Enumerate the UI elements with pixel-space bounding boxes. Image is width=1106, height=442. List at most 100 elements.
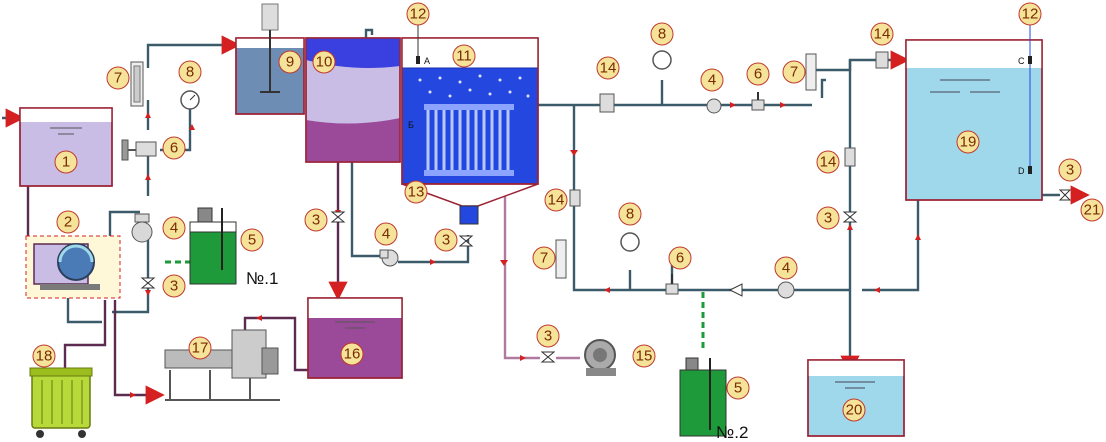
svg-text:14: 14	[820, 154, 837, 171]
shutoff-valve-3-sludge-icon	[330, 211, 346, 223]
svg-text:8: 8	[658, 26, 666, 43]
badge-20: 20	[842, 398, 866, 422]
pump-4-middle-icon	[379, 249, 399, 267]
reagent-tank-5-no1: №.1	[189, 207, 278, 288]
badge-4-top: 4	[700, 68, 724, 92]
badge-9: 9	[278, 50, 302, 74]
badge-18: 18	[32, 344, 56, 368]
svg-text:3: 3	[824, 210, 832, 227]
svg-text:16: 16	[344, 346, 361, 363]
level-mark-a: A	[424, 56, 430, 66]
badge-14-right-top: 14	[870, 22, 894, 46]
level-mark-b: Б	[408, 120, 414, 130]
badge-3-air: 3	[536, 324, 560, 348]
svg-text:3: 3	[170, 278, 178, 295]
control-valve-6-lower-icon	[665, 274, 679, 295]
svg-text:17: 17	[192, 340, 209, 357]
svg-text:3: 3	[1066, 162, 1074, 179]
pump-4-top-icon	[706, 98, 722, 114]
waste-container-18	[29, 367, 93, 438]
svg-text:14: 14	[548, 192, 565, 209]
svg-text:4: 4	[782, 260, 790, 277]
svg-text:2: 2	[64, 214, 72, 231]
svg-text:15: 15	[636, 348, 653, 365]
badge-5-left: 5	[240, 228, 264, 252]
badge-7-left: 7	[106, 66, 130, 90]
badge-3-right: 3	[816, 206, 840, 230]
svg-text:18: 18	[36, 348, 53, 365]
svg-text:8: 8	[626, 206, 634, 223]
badge-3-left: 3	[162, 274, 186, 298]
svg-text:5: 5	[734, 380, 742, 397]
level-mark-c: C	[1018, 56, 1025, 66]
pressure-gauge-8-lower-icon	[620, 232, 640, 252]
svg-text:7: 7	[114, 70, 122, 87]
number-badges: 1 2 7 8 6 4 3 5 9 10 12 11 13 3 4 3 16 1…	[32, 2, 1104, 422]
shutoff-valve-3-middle-icon	[458, 235, 474, 247]
flow-sensor-14-top-icon	[599, 93, 615, 113]
drum-filter-2	[25, 235, 121, 299]
badge-3-middle: 3	[434, 228, 458, 252]
svg-text:4: 4	[382, 226, 390, 243]
badge-16: 16	[340, 342, 364, 366]
badge-17: 17	[188, 336, 212, 360]
check-valve-icon	[728, 283, 743, 297]
badge-10: 10	[312, 50, 336, 74]
svg-text:3: 3	[544, 328, 552, 345]
svg-text:4: 4	[708, 72, 716, 89]
flow-sensor-14-right-icon	[844, 147, 856, 167]
svg-text:12: 12	[1022, 6, 1039, 23]
control-valve-6-left-icon	[121, 139, 157, 161]
svg-text:6: 6	[170, 140, 178, 157]
tank-tag-no1: №.1	[246, 269, 278, 288]
svg-text:19: 19	[960, 134, 977, 151]
flowmeter-7-left-icon	[130, 61, 144, 107]
level-mark-d: D	[1018, 166, 1025, 176]
badge-8-left: 8	[178, 60, 202, 84]
badge-21: 21	[1080, 198, 1104, 222]
tank-1-receiver	[19, 107, 113, 187]
badge-2: 2	[56, 210, 80, 234]
badge-11: 11	[452, 44, 476, 68]
badge-3-outlet: 3	[1058, 158, 1082, 182]
air-blower-15	[584, 339, 616, 376]
flow-sensor-14-right-top-icon	[875, 51, 889, 69]
badge-4-lower: 4	[774, 256, 798, 280]
svg-text:6: 6	[754, 66, 762, 83]
badge-12-left: 12	[406, 2, 430, 26]
shutoff-valve-3-outlet-icon	[1058, 189, 1072, 201]
badge-6-top: 6	[746, 62, 770, 86]
tank-9-coagulation	[235, 3, 305, 115]
badge-14-top: 14	[596, 56, 620, 80]
tank-20-discharge	[807, 359, 905, 437]
reagent-tank-5-no2: №.2	[679, 357, 748, 442]
sludge-dewatering-press-17	[164, 329, 280, 401]
svg-text:3: 3	[442, 232, 450, 249]
svg-text:6: 6	[676, 250, 684, 267]
badge-15: 15	[632, 344, 656, 368]
svg-text:14: 14	[600, 60, 617, 77]
badge-8-top: 8	[650, 22, 674, 46]
badge-6-lower: 6	[668, 246, 692, 270]
shutoff-valve-3-air-icon	[540, 351, 556, 363]
badge-4-middle: 4	[374, 222, 398, 246]
svg-text:12: 12	[410, 6, 427, 23]
tank-16-sludge	[307, 297, 403, 379]
svg-text:20: 20	[846, 402, 863, 419]
svg-text:10: 10	[316, 54, 333, 71]
shutoff-valve-3-left-icon	[140, 277, 156, 289]
badge-7-lower: 7	[532, 246, 556, 270]
pump-4-left-icon	[131, 213, 153, 243]
badge-6-left: 6	[162, 136, 186, 160]
pump-4-lower-icon	[777, 281, 795, 299]
badge-7-top: 7	[782, 60, 806, 84]
svg-text:1: 1	[62, 154, 70, 171]
badge-8-lower: 8	[618, 202, 642, 226]
badge-4-left: 4	[162, 216, 186, 240]
tank-tag-no2: №.2	[716, 423, 748, 442]
badge-14-mid: 14	[544, 188, 568, 212]
shutoff-valve-3-right-icon	[842, 211, 858, 223]
svg-text:3: 3	[312, 212, 320, 229]
svg-text:7: 7	[790, 64, 798, 81]
